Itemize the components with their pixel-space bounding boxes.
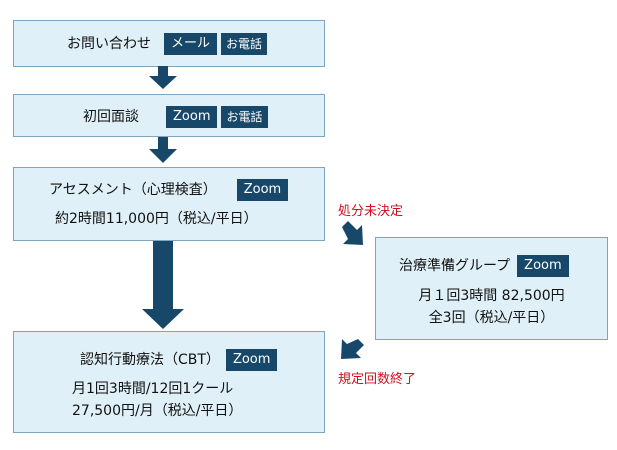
diagonal-arrow-icon bbox=[341, 339, 364, 359]
step-treatment-group-title: 治療準備グループ bbox=[399, 258, 511, 274]
zoom-badge: Zoom bbox=[517, 255, 569, 277]
step-inquiry-row: お問い合わせ メール お電話 bbox=[67, 33, 268, 55]
down-arrow-icon bbox=[149, 66, 177, 89]
note-undecided: 処分未決定 bbox=[338, 204, 404, 219]
note-completed: 規定回数終了 bbox=[338, 372, 417, 387]
step-cbt-detail-1: 月1回3時間/12回1クール bbox=[72, 381, 234, 397]
down-arrow-icon bbox=[142, 241, 184, 329]
step-cbt-row: 認知行動療法（CBT） Zoom bbox=[80, 349, 278, 371]
phone-badge: お電話 bbox=[221, 106, 268, 128]
step-treatment-group-detail-2: 全3回（税込/平日） bbox=[428, 310, 555, 326]
step-initial-interview-title: 初回面談 bbox=[83, 109, 139, 125]
email-badge: メール bbox=[164, 33, 218, 55]
step-initial-interview-row: 初回面談 Zoom お電話 bbox=[83, 106, 268, 128]
step-treatment-group-detail-1: 月１回3時間 82,500円 bbox=[418, 288, 565, 304]
zoom-badge: Zoom bbox=[225, 349, 278, 371]
step-initial-interview: 初回面談 Zoom お電話 bbox=[13, 94, 325, 137]
zoom-badge: Zoom bbox=[166, 106, 218, 128]
diagonal-arrow-icon bbox=[342, 221, 363, 245]
zoom-badge: Zoom bbox=[236, 179, 289, 201]
step-cbt: 認知行動療法（CBT） Zoom 月1回3時間/12回1クール 27,500円/… bbox=[13, 331, 325, 433]
step-inquiry-title: お問い合わせ bbox=[67, 36, 151, 52]
down-arrow-icon bbox=[149, 137, 177, 163]
step-assessment-title: アセスメント（心理検査） bbox=[49, 182, 217, 198]
phone-badge: お電話 bbox=[221, 33, 268, 55]
step-assessment-row: アセスメント（心理検査） Zoom bbox=[49, 179, 289, 201]
step-cbt-title: 認知行動療法（CBT） bbox=[80, 352, 220, 368]
step-inquiry: お問い合わせ メール お電話 bbox=[13, 20, 325, 67]
step-assessment: アセスメント（心理検査） Zoom 約2時間11,000円（税込/平日） bbox=[13, 167, 325, 241]
step-treatment-group: 治療準備グループ Zoom 月１回3時間 82,500円 全3回（税込/平日） bbox=[375, 237, 608, 340]
step-treatment-group-row: 治療準備グループ Zoom bbox=[399, 255, 569, 277]
step-assessment-detail: 約2時間11,000円（税込/平日） bbox=[55, 211, 258, 227]
step-cbt-detail-2: 27,500円/月（税込/平日） bbox=[72, 403, 243, 419]
